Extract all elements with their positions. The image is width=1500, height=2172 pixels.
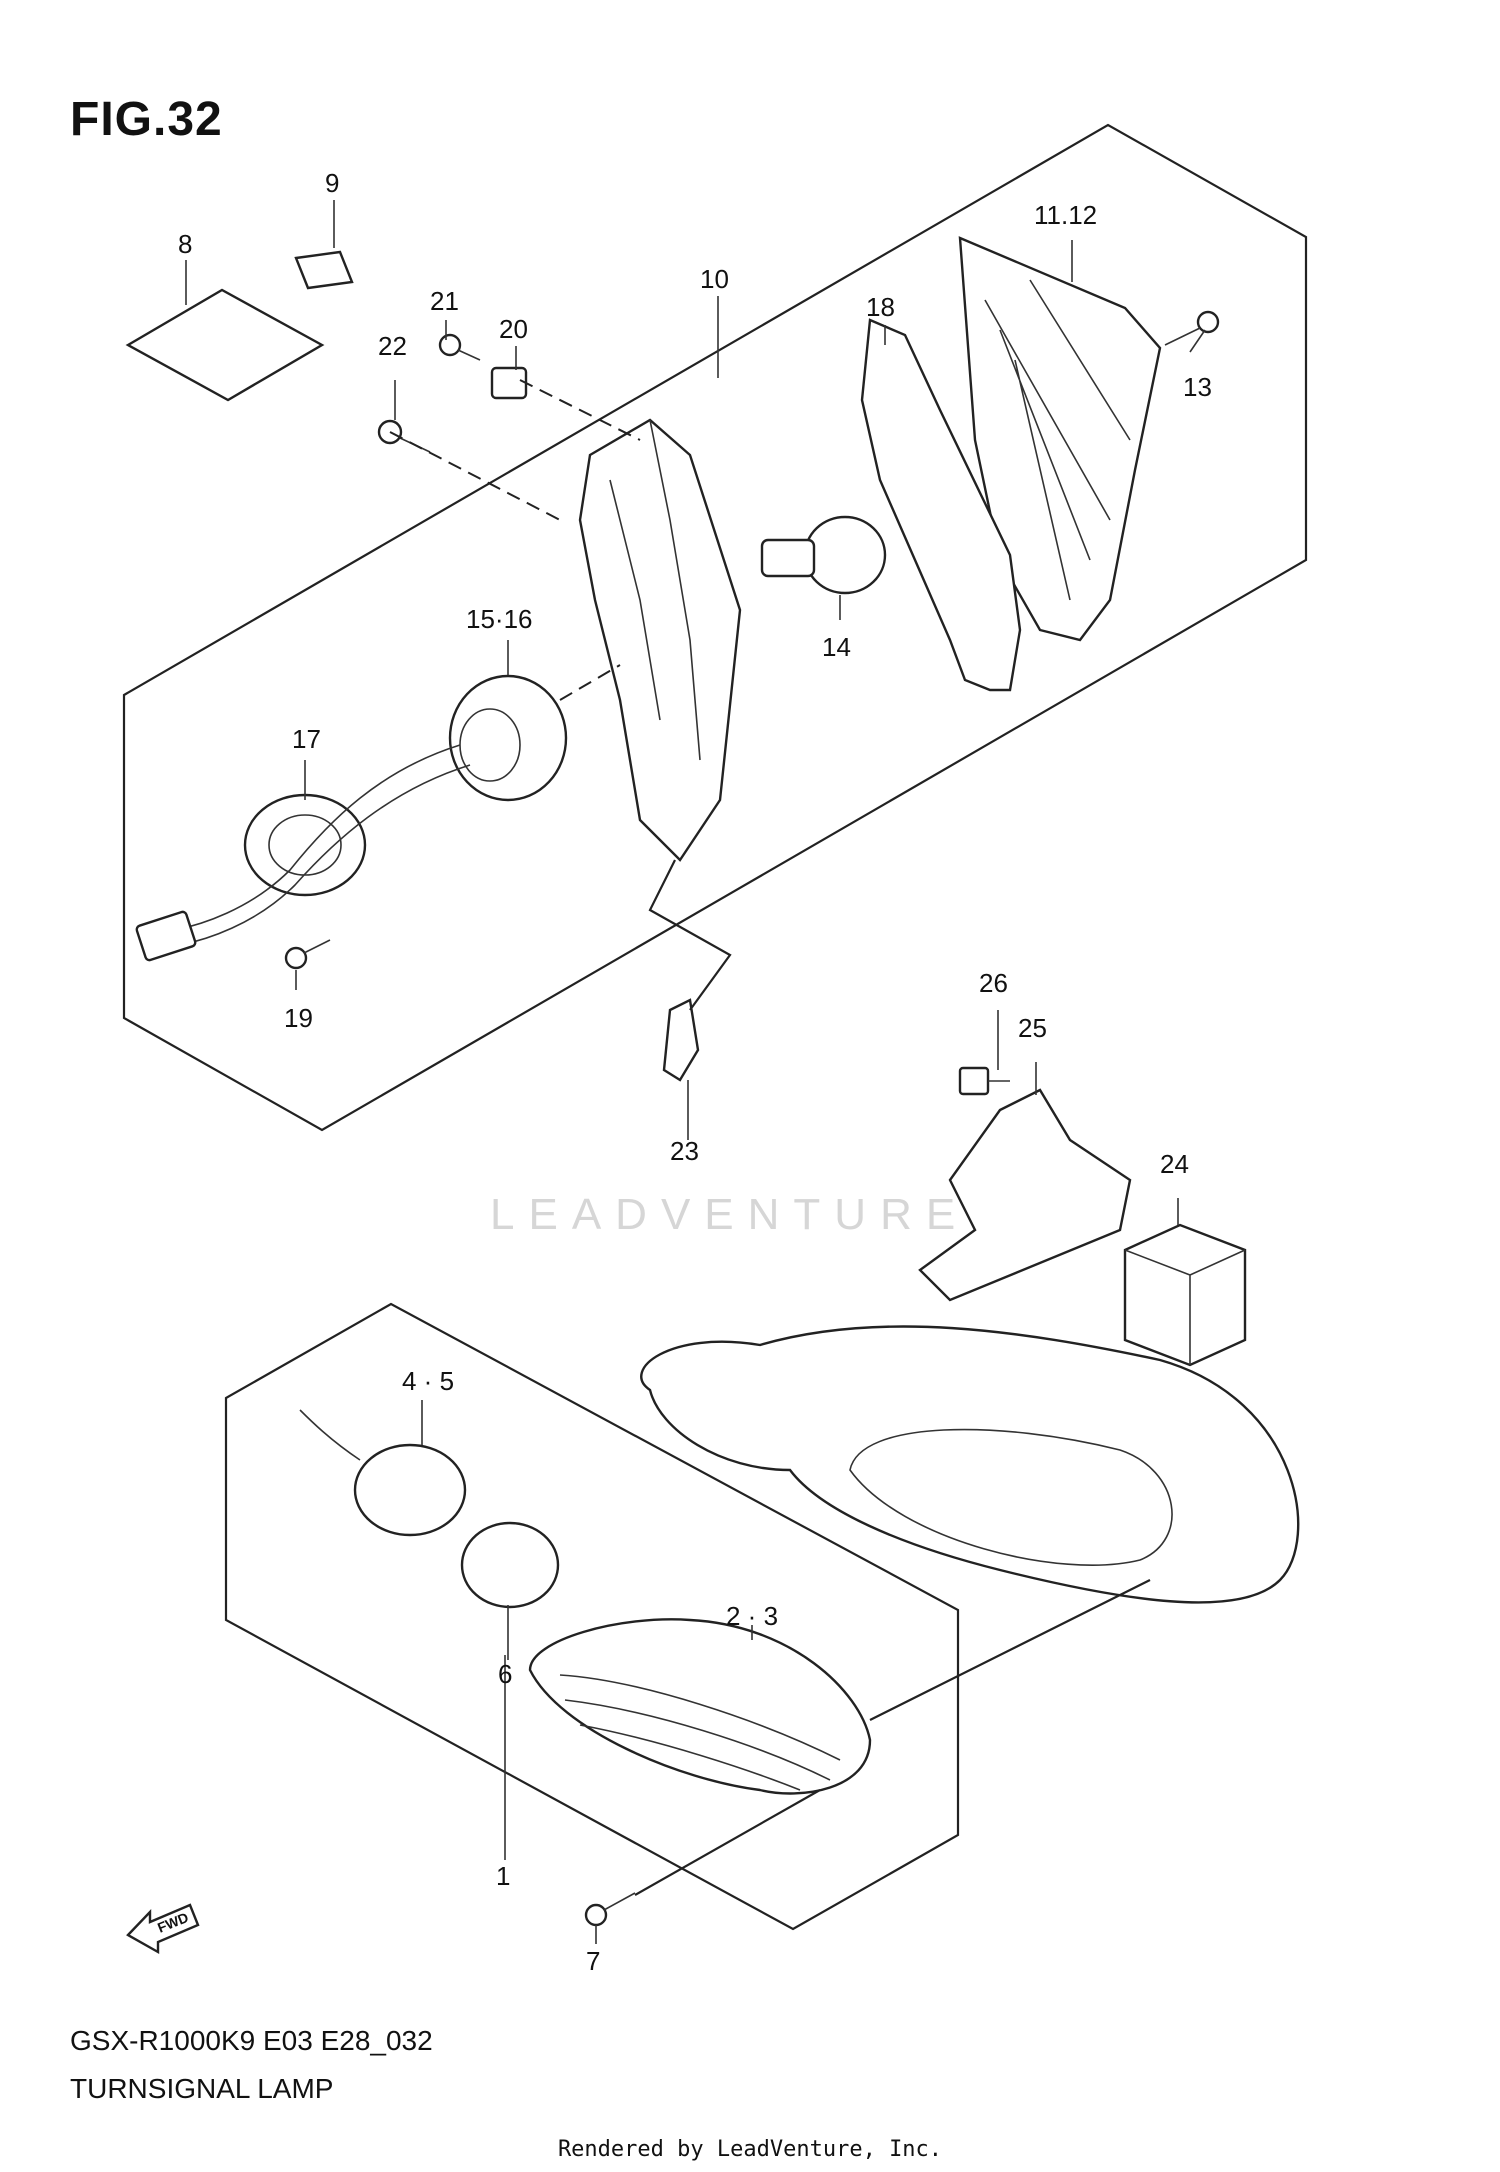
callout-9: 9 — [325, 168, 339, 198]
screw-13 — [1164, 310, 1220, 346]
model-code: GSX-R1000K9 E03 E28_032 — [70, 2025, 433, 2056]
decal-sheet-8 — [125, 288, 325, 402]
bracket-10 — [578, 418, 742, 862]
assembly-line-c — [559, 664, 621, 701]
callout-8: 8 — [178, 229, 192, 259]
rear-lens-ribs — [984, 279, 1131, 601]
callout-17: 17 — [292, 724, 321, 754]
callout-15-16: 15·16 — [466, 604, 533, 634]
bulb-14 — [803, 515, 887, 595]
callout-19: 19 — [284, 1003, 313, 1033]
leader-lines — [185, 200, 1206, 1944]
clip-23 — [662, 998, 700, 1082]
socket-15-16 — [448, 674, 568, 802]
rear-lens-11-12 — [958, 236, 1162, 642]
bolt-26 — [958, 1066, 1010, 1096]
render-credit: Rendered by LeadVenture, Inc. — [557, 2137, 943, 2162]
assembly-line-a — [389, 431, 561, 521]
screw-21 — [438, 333, 481, 361]
bracket-10-detail — [609, 419, 701, 761]
callout-14: 14 — [822, 632, 851, 662]
bulb-14-base — [760, 538, 816, 578]
socket-4-5 — [353, 1443, 467, 1537]
callout-1: 1 — [496, 1861, 510, 1891]
harness-wire-2 — [179, 764, 471, 946]
gasket-18 — [860, 318, 1022, 692]
callout-2-3: 2 · 3 — [726, 1601, 778, 1631]
harness-wire — [174, 744, 461, 931]
bulb-6 — [460, 1521, 560, 1609]
mirror-housing — [640, 1325, 1300, 1604]
screw-7 — [584, 1892, 636, 1927]
callout-4-5: 4 · 5 — [402, 1366, 454, 1396]
rear-assembly-frame — [122, 123, 1308, 1132]
assembly-line-b — [519, 379, 641, 441]
front-assembly-frame — [224, 1302, 960, 1931]
callout-21: 21 — [430, 286, 459, 316]
callout-11-12: 11.12 — [1034, 200, 1097, 230]
callout-10: 10 — [700, 264, 729, 294]
fwd-arrow-icon: FWD — [126, 1903, 200, 1955]
assembly-line-e — [634, 1789, 821, 1896]
diagram-caption: TURNSIGNAL LAMP — [70, 2073, 334, 2104]
assembly-line-d — [648, 859, 732, 1011]
watermark: LEADVENTURE — [490, 1190, 970, 1239]
screw-19 — [284, 939, 331, 970]
callout-24: 24 — [1160, 1149, 1189, 1179]
connector — [135, 910, 197, 962]
callout-13: 13 — [1183, 372, 1212, 402]
figure-title: FIG.32 — [70, 93, 223, 146]
mirror-housing-inner — [849, 1428, 1173, 1566]
callout-20: 20 — [499, 314, 528, 344]
callout-22: 22 — [378, 331, 407, 361]
callout-26: 26 — [979, 968, 1008, 998]
socket-4-5-wire — [299, 1409, 361, 1461]
relay-24 — [1123, 1223, 1247, 1367]
front-lens-ribs — [559, 1674, 841, 1791]
clip-20 — [490, 366, 528, 400]
callout-25: 25 — [1018, 1013, 1047, 1043]
spacer-9 — [294, 250, 354, 290]
relay-bracket-25 — [918, 1088, 1132, 1302]
relay-24-edge — [1124, 1249, 1246, 1365]
screw-22 — [377, 419, 431, 453]
front-lens-2-3 — [528, 1618, 872, 1795]
callout-23: 23 — [670, 1136, 699, 1166]
callout-18: 18 — [866, 292, 895, 322]
assembly-line-f — [869, 1579, 1151, 1721]
callout-6: 6 — [498, 1659, 512, 1689]
callout-7: 7 — [586, 1946, 600, 1976]
